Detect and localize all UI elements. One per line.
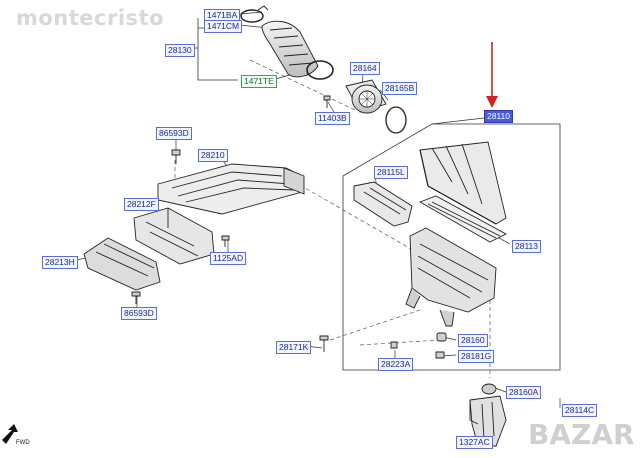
- resonator-bolt: [221, 235, 230, 247]
- nut-28223A: [390, 341, 398, 349]
- o-ring: [385, 106, 407, 134]
- air-duct: [157, 149, 305, 215]
- svg-text:FWD: FWD: [16, 440, 30, 446]
- part-label-28115l[interactable]: 28115L: [374, 166, 408, 179]
- part-label-28160a[interactable]: 28160A: [506, 386, 542, 399]
- group-frames: [192, 18, 561, 371]
- part-label-28212f[interactable]: 28212F: [124, 198, 159, 211]
- part-label-1471ba[interactable]: 1471BA: [204, 9, 241, 22]
- pointer-arrow-icon: [486, 42, 498, 108]
- air-cleaner-frame: [342, 123, 561, 371]
- watermark-montecristo: montecristo: [16, 6, 165, 30]
- lower-duct: [83, 237, 161, 304]
- part-label-28164[interactable]: 28164: [350, 62, 380, 75]
- part-label-1125ad[interactable]: 1125AD: [210, 252, 247, 265]
- part-label-1471te[interactable]: 1471TE: [241, 75, 277, 88]
- part-label-28171k[interactable]: 28171K: [276, 341, 312, 354]
- part-label-28181g[interactable]: 28181G: [458, 350, 495, 363]
- part-label-28210[interactable]: 28210: [198, 149, 228, 162]
- part-label-28213h[interactable]: 28213H: [42, 256, 78, 269]
- part-label-1471cm[interactable]: 1471CM: [204, 20, 243, 33]
- sensor-bolt: [323, 95, 331, 108]
- part-label-11403b[interactable]: 11403B: [315, 112, 350, 125]
- part-label-28114c[interactable]: 28114C: [562, 404, 598, 417]
- part-label-28110[interactable]: 28110: [484, 110, 514, 123]
- frame-leader-28110: [431, 117, 485, 125]
- mounting-bracket: [469, 383, 507, 447]
- part-label-28113[interactable]: 28113: [512, 240, 542, 253]
- air-cleaner-body: [405, 227, 497, 327]
- fasteners: [319, 332, 447, 359]
- filter-element: [353, 181, 507, 243]
- part-label-28165b[interactable]: 28165B: [382, 82, 418, 95]
- intake-hose: [240, 5, 334, 80]
- clip-28181G: [435, 351, 445, 359]
- lower-duct-bolt: [131, 291, 141, 304]
- part-label-28160[interactable]: 28160: [458, 334, 488, 347]
- part-label-1327ac[interactable]: 1327AC: [456, 436, 493, 449]
- hose-group-bracket: [192, 18, 240, 81]
- grommet-28160: [436, 332, 447, 342]
- fwd-arrow-icon: FWD: [2, 424, 30, 446]
- part-label-28130[interactable]: 28130: [165, 44, 195, 57]
- part-label-86593d-top[interactable]: 86593D: [156, 127, 192, 140]
- air-cleaner-cover: [419, 141, 507, 225]
- watermark-bazar: BAZAR: [528, 418, 635, 451]
- part-label-28223a[interactable]: 28223A: [378, 358, 414, 371]
- grommet-28160A: [481, 383, 497, 395]
- bolt-28171K: [319, 335, 329, 352]
- duct-bolt: [171, 149, 181, 164]
- part-label-86593d-bottom[interactable]: 86593D: [121, 307, 157, 320]
- airflow-sensor: [323, 79, 407, 134]
